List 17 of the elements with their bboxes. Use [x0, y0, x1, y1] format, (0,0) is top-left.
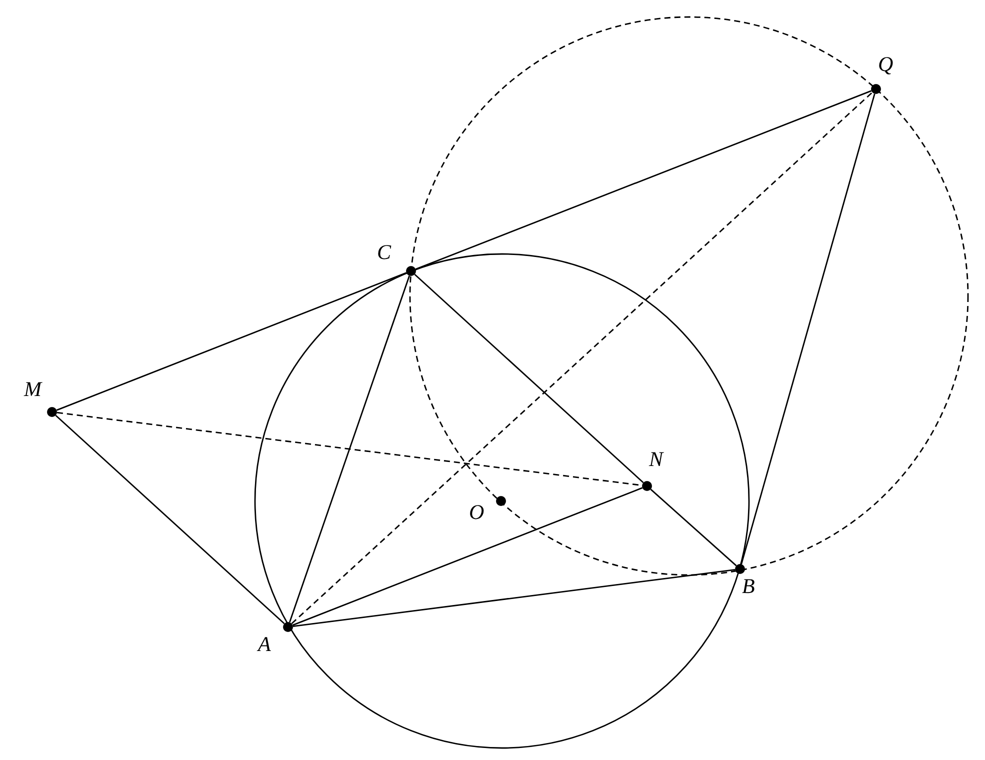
- line-segment: [292, 487, 643, 626]
- line-segment: [55, 414, 285, 624]
- line-segment: [740, 94, 876, 564]
- point-label: A: [258, 633, 271, 655]
- line-segment: [292, 568, 736, 628]
- point-label: Q: [878, 53, 894, 75]
- line-segment: [415, 90, 872, 270]
- line-segment: [288, 276, 410, 622]
- line-segment: [414, 274, 644, 484]
- point-label: C: [377, 241, 392, 263]
- point-label: B: [742, 575, 755, 597]
- line-segment: [56, 272, 407, 411]
- dashed-line-segment: [291, 92, 873, 624]
- point-label: M: [24, 378, 42, 400]
- point-label: N: [649, 448, 664, 470]
- line-segment: [650, 488, 737, 566]
- point-label: O: [469, 501, 484, 523]
